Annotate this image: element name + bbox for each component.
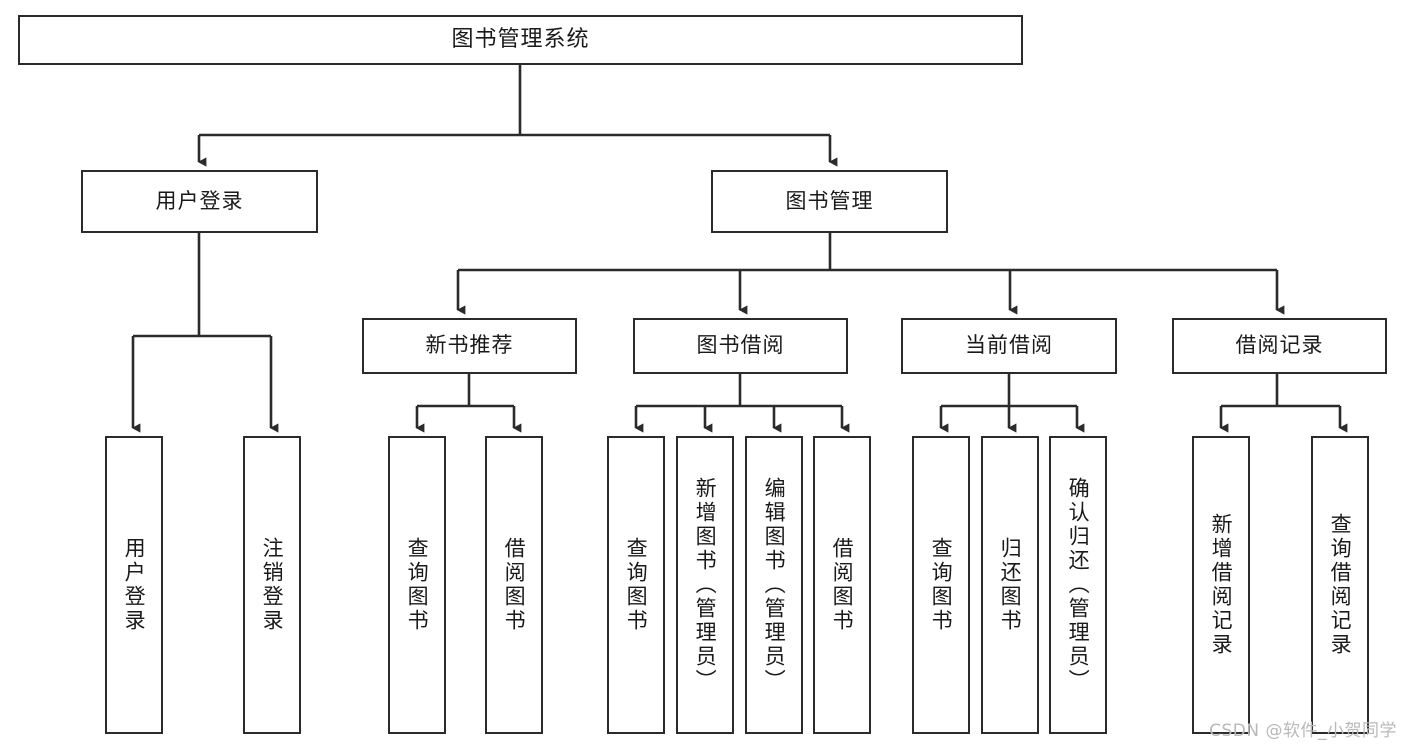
node-label: 查询图书 [624, 537, 649, 633]
leaf-book-borrow-borrow-books[interactable]: 借阅图书 [813, 436, 871, 734]
watermark: CSDN @软件_小贺同学 [1209, 721, 1397, 741]
node-label: 图书借阅 [696, 333, 785, 358]
node-label: 注销登录 [260, 537, 285, 633]
node-label: 查询借阅记录 [1328, 513, 1353, 657]
leaf-current-borrow-return-books[interactable]: 归还图书 [981, 436, 1039, 734]
node-label: 新增图书（管理员） [693, 477, 718, 693]
node-book-management[interactable]: 图书管理 [711, 170, 948, 233]
leaf-current-borrow-query-books[interactable]: 查询图书 [912, 436, 970, 734]
node-label: 借阅记录 [1235, 333, 1324, 358]
node-label: 借阅图书 [830, 537, 855, 633]
node-label: 图书管理 [785, 188, 874, 213]
leaf-book-borrow-query-books[interactable]: 查询图书 [607, 436, 665, 734]
leaf-current-borrow-confirm-return-admin[interactable]: 确认归还（管理员） [1049, 436, 1107, 734]
leaf-new-book-query-books[interactable]: 查询图书 [388, 436, 446, 734]
leaf-user-login-login[interactable]: 用户登录 [105, 436, 163, 734]
node-new-book-recommendation[interactable]: 新书推荐 [362, 318, 577, 374]
leaf-book-borrow-add-book-admin[interactable]: 新增图书（管理员） [676, 436, 734, 734]
node-label: 查询图书 [929, 537, 954, 633]
node-label: 图书管理系统 [451, 26, 590, 52]
node-label: 确认归还（管理员） [1066, 477, 1091, 693]
node-user-login[interactable]: 用户登录 [81, 170, 318, 233]
node-label: 新增借阅记录 [1209, 513, 1234, 657]
node-label: 编辑图书（管理员） [762, 477, 787, 693]
node-label: 归还图书 [998, 537, 1023, 633]
node-label: 用户登录 [122, 537, 147, 633]
node-label: 新书推荐 [425, 333, 514, 358]
leaf-record-add-borrow-record[interactable]: 新增借阅记录 [1192, 436, 1250, 734]
node-borrowing-records[interactable]: 借阅记录 [1172, 318, 1387, 374]
leaf-book-borrow-edit-book-admin[interactable]: 编辑图书（管理员） [745, 436, 803, 734]
leaf-record-query-borrow-record[interactable]: 查询借阅记录 [1311, 436, 1369, 734]
node-label: 当前借阅 [965, 333, 1053, 358]
node-current-borrowing[interactable]: 当前借阅 [901, 318, 1117, 374]
node-root-system[interactable]: 图书管理系统 [18, 15, 1023, 65]
node-label: 用户登录 [155, 188, 244, 213]
node-book-borrowing[interactable]: 图书借阅 [633, 318, 848, 374]
leaf-new-book-borrow-books[interactable]: 借阅图书 [485, 436, 543, 734]
node-label: 借阅图书 [502, 537, 527, 633]
leaf-user-login-logout[interactable]: 注销登录 [243, 436, 301, 734]
node-label: 查询图书 [405, 537, 430, 633]
